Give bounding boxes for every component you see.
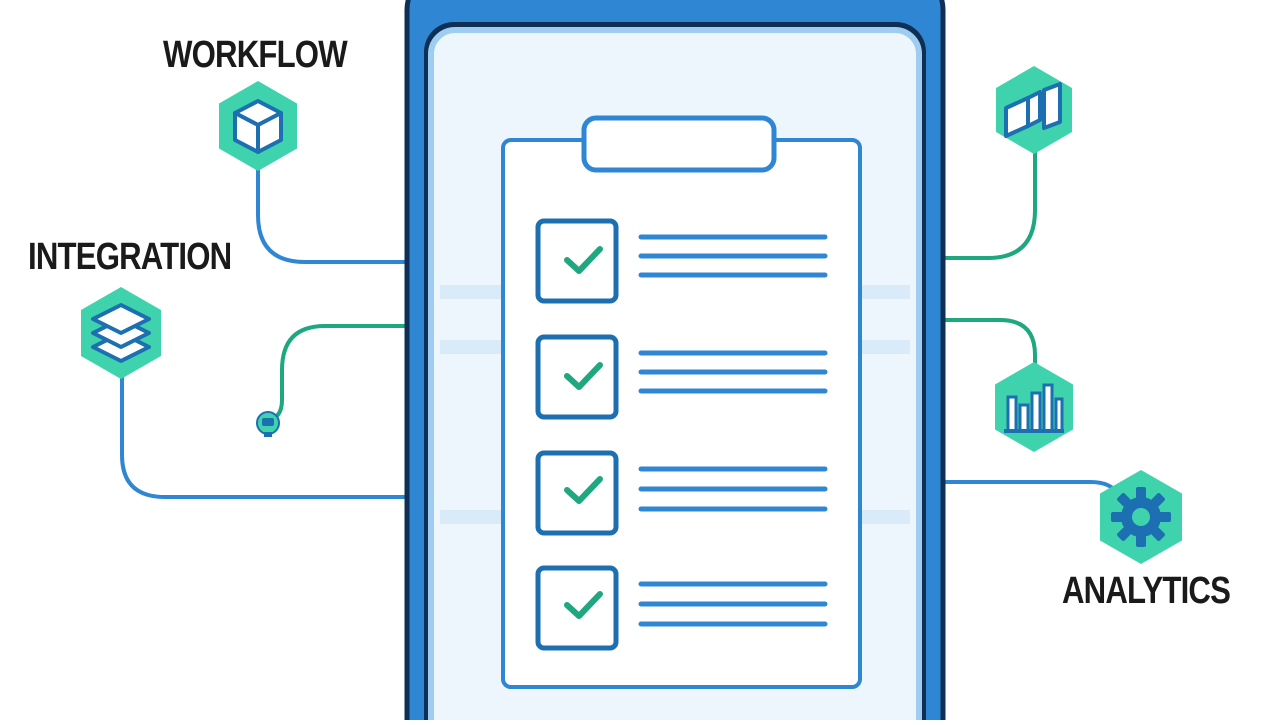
connector-right-mid [858, 318, 1037, 370]
plug-icon [256, 411, 280, 437]
checklist-item [535, 218, 828, 304]
gear-icon [1111, 487, 1171, 547]
reports-node [995, 362, 1073, 452]
workflow-node [219, 81, 297, 171]
checkbox [535, 218, 619, 304]
layers-icon [91, 303, 151, 363]
checkmark-icon [564, 362, 603, 390]
checklist [535, 218, 828, 651]
checkbox [535, 334, 619, 420]
blocks-icon [1004, 82, 1062, 138]
checkmark-icon [564, 246, 603, 274]
connector-lines [120, 150, 1120, 499]
connector-workflow [256, 168, 507, 264]
text-lines [638, 466, 828, 512]
checklist-item [535, 565, 828, 651]
checklist-item [535, 334, 828, 420]
checklist-item [535, 450, 828, 536]
text-lines [638, 234, 828, 278]
text-lines [638, 581, 828, 627]
connector-node [996, 66, 1072, 154]
bar-chart-icon [1004, 383, 1064, 433]
checkbox [535, 565, 619, 651]
checkmark-icon [564, 591, 603, 619]
analytics-node [1100, 470, 1182, 564]
cube-icon [233, 99, 283, 154]
workflow-label: WORKFLOW [163, 34, 348, 76]
integration-label: INTEGRATION [28, 236, 232, 278]
analytics-label: ANALYTICS [1062, 570, 1231, 612]
checkmark-icon [564, 476, 603, 504]
checkbox [535, 450, 619, 536]
text-lines [638, 350, 828, 394]
connector-integration [120, 376, 507, 499]
connector-right-top [858, 150, 1037, 260]
clipboard-clip [581, 115, 777, 173]
integration-node [81, 287, 161, 379]
